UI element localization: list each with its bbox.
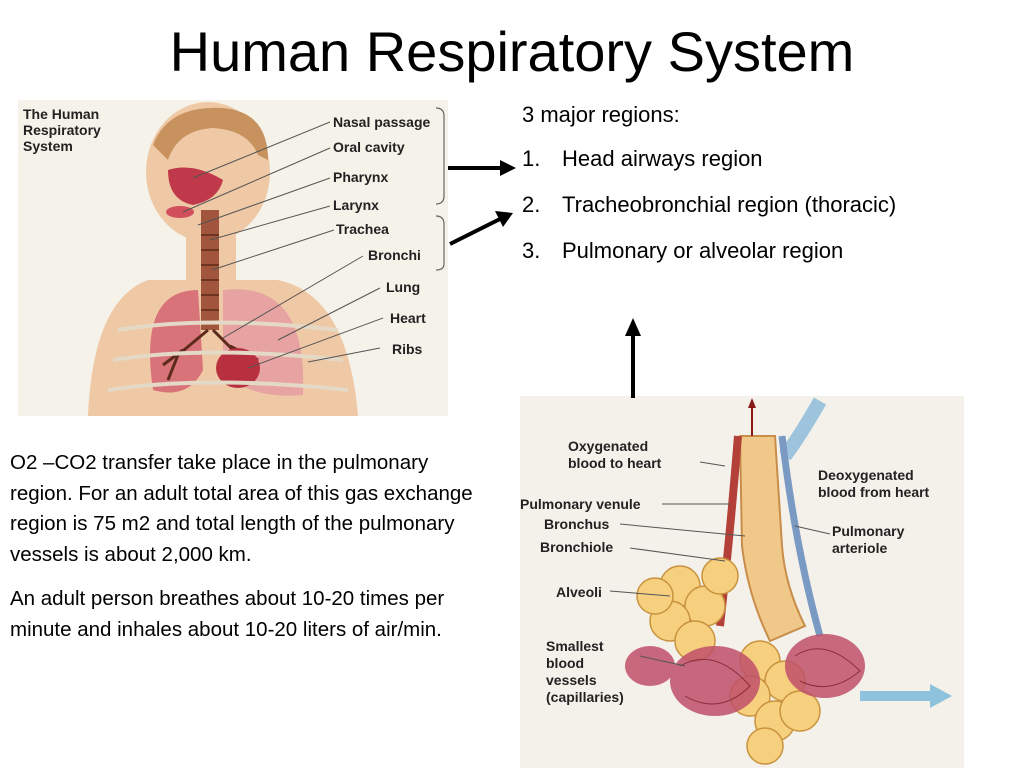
anatomy-caption-3: System	[23, 138, 73, 154]
label-pulmonary-venule: Pulmonary venule	[520, 496, 641, 512]
anatomy-caption-2: Respiratory	[23, 122, 101, 138]
label-oxygenated-2: blood to heart	[568, 455, 662, 471]
label-smallest-4: (capillaries)	[546, 689, 624, 705]
label-bronchiole: Bronchiole	[540, 539, 613, 555]
slide-title: Human Respiratory System	[169, 20, 855, 83]
label-smallest-2: blood	[546, 655, 584, 671]
regions-heading: 3 major regions:	[522, 102, 680, 127]
alveoli-cluster-left	[636, 557, 739, 662]
label-larynx: Larynx	[333, 197, 379, 213]
label-oral-cavity: Oral cavity	[333, 139, 405, 155]
label-alveoli: Alveoli	[556, 584, 602, 600]
label-trachea: Trachea	[336, 221, 389, 237]
label-smallest-3: vessels	[546, 672, 597, 688]
arrow-to-tracheobronchial	[449, 216, 503, 246]
alveoli-illustration: Oxygenated blood to heart Deoxygenated b…	[520, 396, 964, 768]
breathing-paragraph: An adult person breathes about 10-20 tim…	[10, 587, 445, 641]
anatomy-caption-1: The Human	[23, 106, 99, 122]
bronchus-shape	[738, 435, 807, 643]
capillary-network	[625, 634, 865, 716]
label-oxygenated-1: Oxygenated	[568, 438, 648, 454]
label-bronchi: Bronchi	[368, 247, 421, 263]
label-pulmonary-arteriole-2: arteriole	[832, 540, 887, 556]
label-nasal-passage: Nasal passage	[333, 114, 430, 130]
label-pharynx: Pharynx	[333, 169, 388, 185]
label-ribs: Ribs	[392, 341, 423, 357]
region-item: 3.Pulmonary or alveolar region	[522, 238, 844, 263]
trachea-shape	[201, 210, 219, 330]
label-deoxygenated-2: blood from heart	[818, 484, 930, 500]
regions-list: 3 major regions: 1.Head airways region 2…	[522, 100, 922, 282]
label-deoxygenated-1: Deoxygenated	[818, 467, 914, 483]
label-heart: Heart	[390, 310, 426, 326]
region-item: 1.Head airways region	[522, 146, 763, 171]
gas-exchange-paragraph: O2 –CO2 transfer take place in the pulmo…	[10, 451, 473, 566]
label-bronchus: Bronchus	[544, 516, 610, 532]
label-smallest-1: Smallest	[546, 638, 604, 654]
body-text: O2 –CO2 transfer take place in the pulmo…	[10, 448, 485, 659]
region-item: 2.Tracheobronchial region (thoracic)	[522, 192, 897, 217]
respiratory-anatomy-illustration: The Human Respiratory System Nasal passa…	[18, 100, 448, 416]
label-lung: Lung	[386, 279, 420, 295]
left-lung-shape	[150, 290, 203, 393]
arteriole-shape	[778, 435, 824, 637]
label-pulmonary-arteriole-1: Pulmonary	[832, 523, 905, 539]
